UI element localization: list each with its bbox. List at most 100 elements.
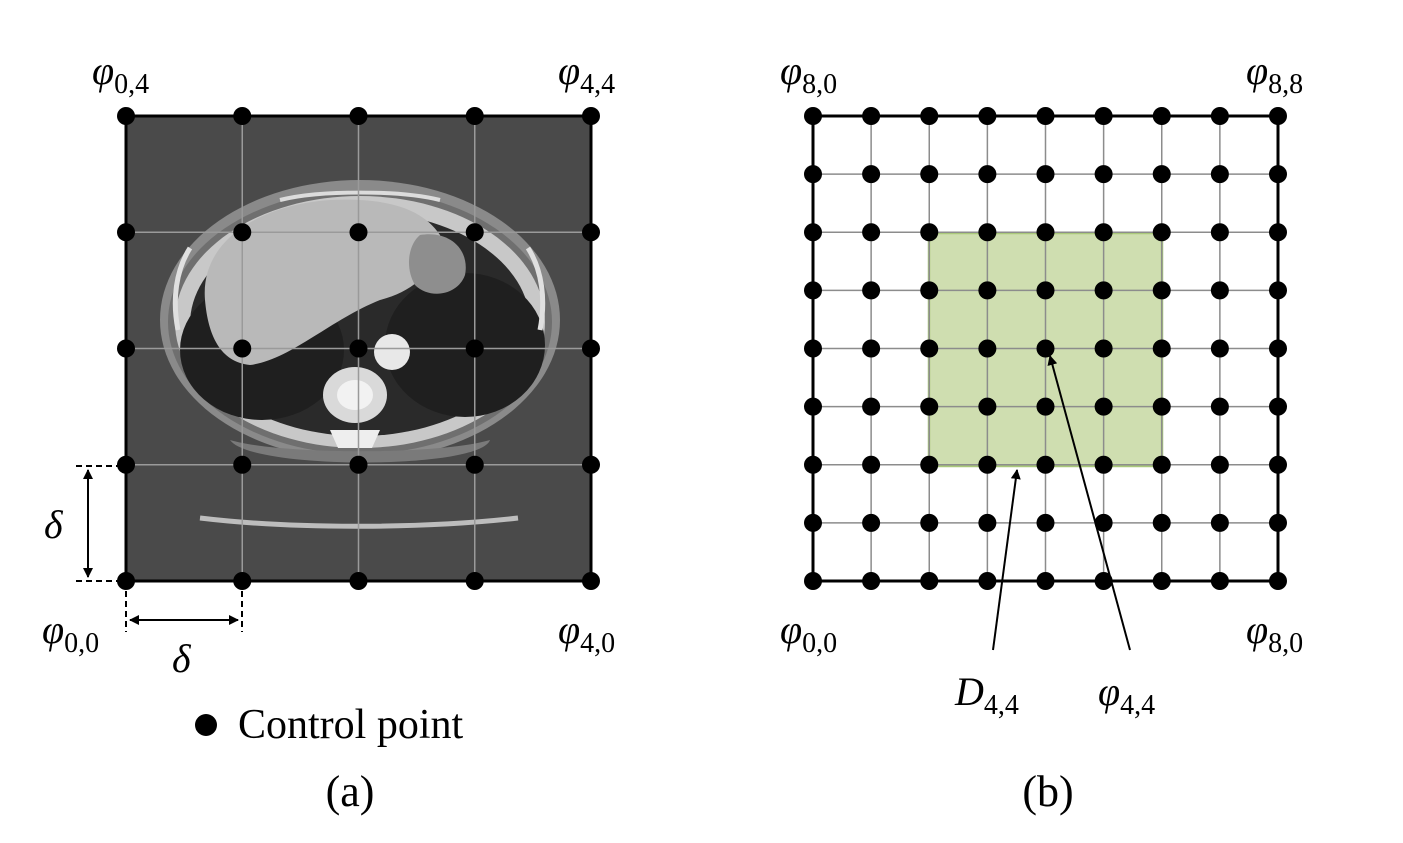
panel-a-control-point: [117, 107, 135, 125]
panel-b-control-point: [1210, 281, 1229, 300]
panel-b-control-point: [978, 455, 997, 474]
panel-b-control-point: [978, 281, 997, 300]
control-points-b: [804, 107, 1287, 590]
panel-b-control-point: [1269, 513, 1287, 532]
panel-b-control-point: [1036, 165, 1055, 184]
panel-b-control-point: [804, 339, 822, 358]
panel-b-control-point: [1152, 397, 1171, 416]
panel-b-control-point: [920, 107, 939, 125]
panel-b-control-point: [804, 397, 822, 416]
panel-b: φ8,0 φ8,8 φ0,0 φ8,0 D4,4 φ4,4 (b): [780, 48, 1303, 816]
spacing-indicator-vertical: δ: [44, 465, 126, 582]
panel-a-control-point: [117, 339, 135, 358]
panel-a-control-point: [349, 572, 368, 590]
panel-b-control-point: [862, 513, 881, 532]
panel-b-control-point: [1210, 513, 1229, 532]
panel-b-control-point: [978, 107, 997, 125]
panel-b-control-point: [1152, 165, 1171, 184]
label-d-4-4: D4,4: [954, 669, 1019, 721]
panel-b-control-point: [978, 397, 997, 416]
spacing-indicator-horizontal: δ: [125, 581, 243, 681]
panel-b-control-point: [862, 339, 881, 358]
panel-b-control-point: [920, 455, 939, 474]
panel-a-control-point: [465, 107, 484, 125]
panel-b-control-point: [1210, 165, 1229, 184]
label-phi-8-0-top: φ8,0: [780, 48, 837, 100]
panel-b-control-point: [1269, 165, 1287, 184]
panel-b-control-point: [1036, 339, 1055, 358]
arrow-point: [1047, 355, 1131, 651]
panel-b-control-point: [1036, 455, 1055, 474]
panel-a-control-point: [349, 107, 368, 125]
panel-b-control-point: [1152, 513, 1171, 532]
panel-a-control-point: [465, 572, 484, 590]
label-phi-8-0-bottom: φ8,0: [1246, 607, 1303, 659]
panel-b-control-point: [1269, 281, 1287, 300]
panel-b-control-point: [804, 513, 822, 532]
panel-b-control-point: [920, 223, 939, 242]
panel-b-control-point: [804, 455, 822, 474]
label-phi-4-0: φ4,0: [558, 607, 615, 659]
panel-b-control-point: [1036, 281, 1055, 300]
panel-b-control-point: [1269, 339, 1287, 358]
panel-a-control-point: [233, 455, 252, 474]
delta-label-vertical: δ: [44, 502, 64, 547]
panel-b-control-point: [1269, 455, 1287, 474]
panel-b-control-point: [920, 397, 939, 416]
panel-b-control-point: [1152, 572, 1171, 590]
panel-b-control-point: [1269, 107, 1287, 125]
panel-b-control-point: [1269, 223, 1287, 242]
panel-b-control-point: [862, 223, 881, 242]
panel-b-control-point: [804, 281, 822, 300]
panel-b-control-point: [920, 165, 939, 184]
panel-b-control-point: [978, 572, 997, 590]
panel-b-control-point: [1036, 572, 1055, 590]
panel-a-control-point: [117, 455, 135, 474]
caption-a: (a): [326, 767, 375, 816]
panel-b-control-point: [862, 107, 881, 125]
panel-a-control-point: [465, 455, 484, 474]
panel-a-control-point: [349, 223, 368, 242]
panel-b-control-point: [1094, 397, 1113, 416]
ct-image: [126, 116, 591, 581]
panel-b-control-point: [1036, 397, 1055, 416]
legend-dot-icon: [195, 714, 217, 736]
panel-b-control-point: [1152, 281, 1171, 300]
panel-b-control-point: [1210, 572, 1229, 590]
panel-a: φ0,4 φ4,4 φ0,0 φ4,0 δ δ Control point (a…: [42, 48, 615, 816]
caption-b: (b): [1022, 767, 1073, 816]
panel-a-control-point: [349, 339, 368, 358]
panel-b-control-point: [1036, 513, 1055, 532]
panel-b-control-point: [804, 572, 822, 590]
panel-a-control-point: [582, 339, 600, 358]
panel-b-control-point: [862, 572, 881, 590]
panel-b-control-point: [804, 165, 822, 184]
panel-b-control-point: [1210, 397, 1229, 416]
label-phi-8-8: φ8,8: [1246, 48, 1303, 100]
panel-b-control-point: [920, 339, 939, 358]
legend-text: Control point: [238, 702, 464, 748]
label-phi-4-4: φ4,4: [558, 48, 615, 100]
label-phi-0-0-b: φ0,0: [780, 607, 837, 659]
panel-a-control-point: [233, 107, 252, 125]
panel-a-control-point: [233, 223, 252, 242]
panel-b-control-point: [862, 455, 881, 474]
panel-b-control-point: [1094, 223, 1113, 242]
panel-a-control-point: [465, 223, 484, 242]
panel-b-control-point: [804, 107, 822, 125]
panel-b-control-point: [1094, 281, 1113, 300]
control-points-a: [117, 107, 600, 590]
panel-a-control-point: [582, 223, 600, 242]
panel-b-control-point: [1094, 339, 1113, 358]
panel-b-control-point: [1210, 223, 1229, 242]
panel-b-control-point: [804, 223, 822, 242]
panel-b-control-point: [1210, 455, 1229, 474]
panel-b-control-point: [1152, 339, 1171, 358]
panel-b-control-point: [1152, 223, 1171, 242]
panel-b-control-point: [920, 513, 939, 532]
panel-b-control-point: [1269, 572, 1287, 590]
panel-a-control-point: [582, 572, 600, 590]
delta-label-horizontal: δ: [172, 636, 192, 681]
panel-a-control-point: [582, 107, 600, 125]
panel-b-control-point: [978, 513, 997, 532]
